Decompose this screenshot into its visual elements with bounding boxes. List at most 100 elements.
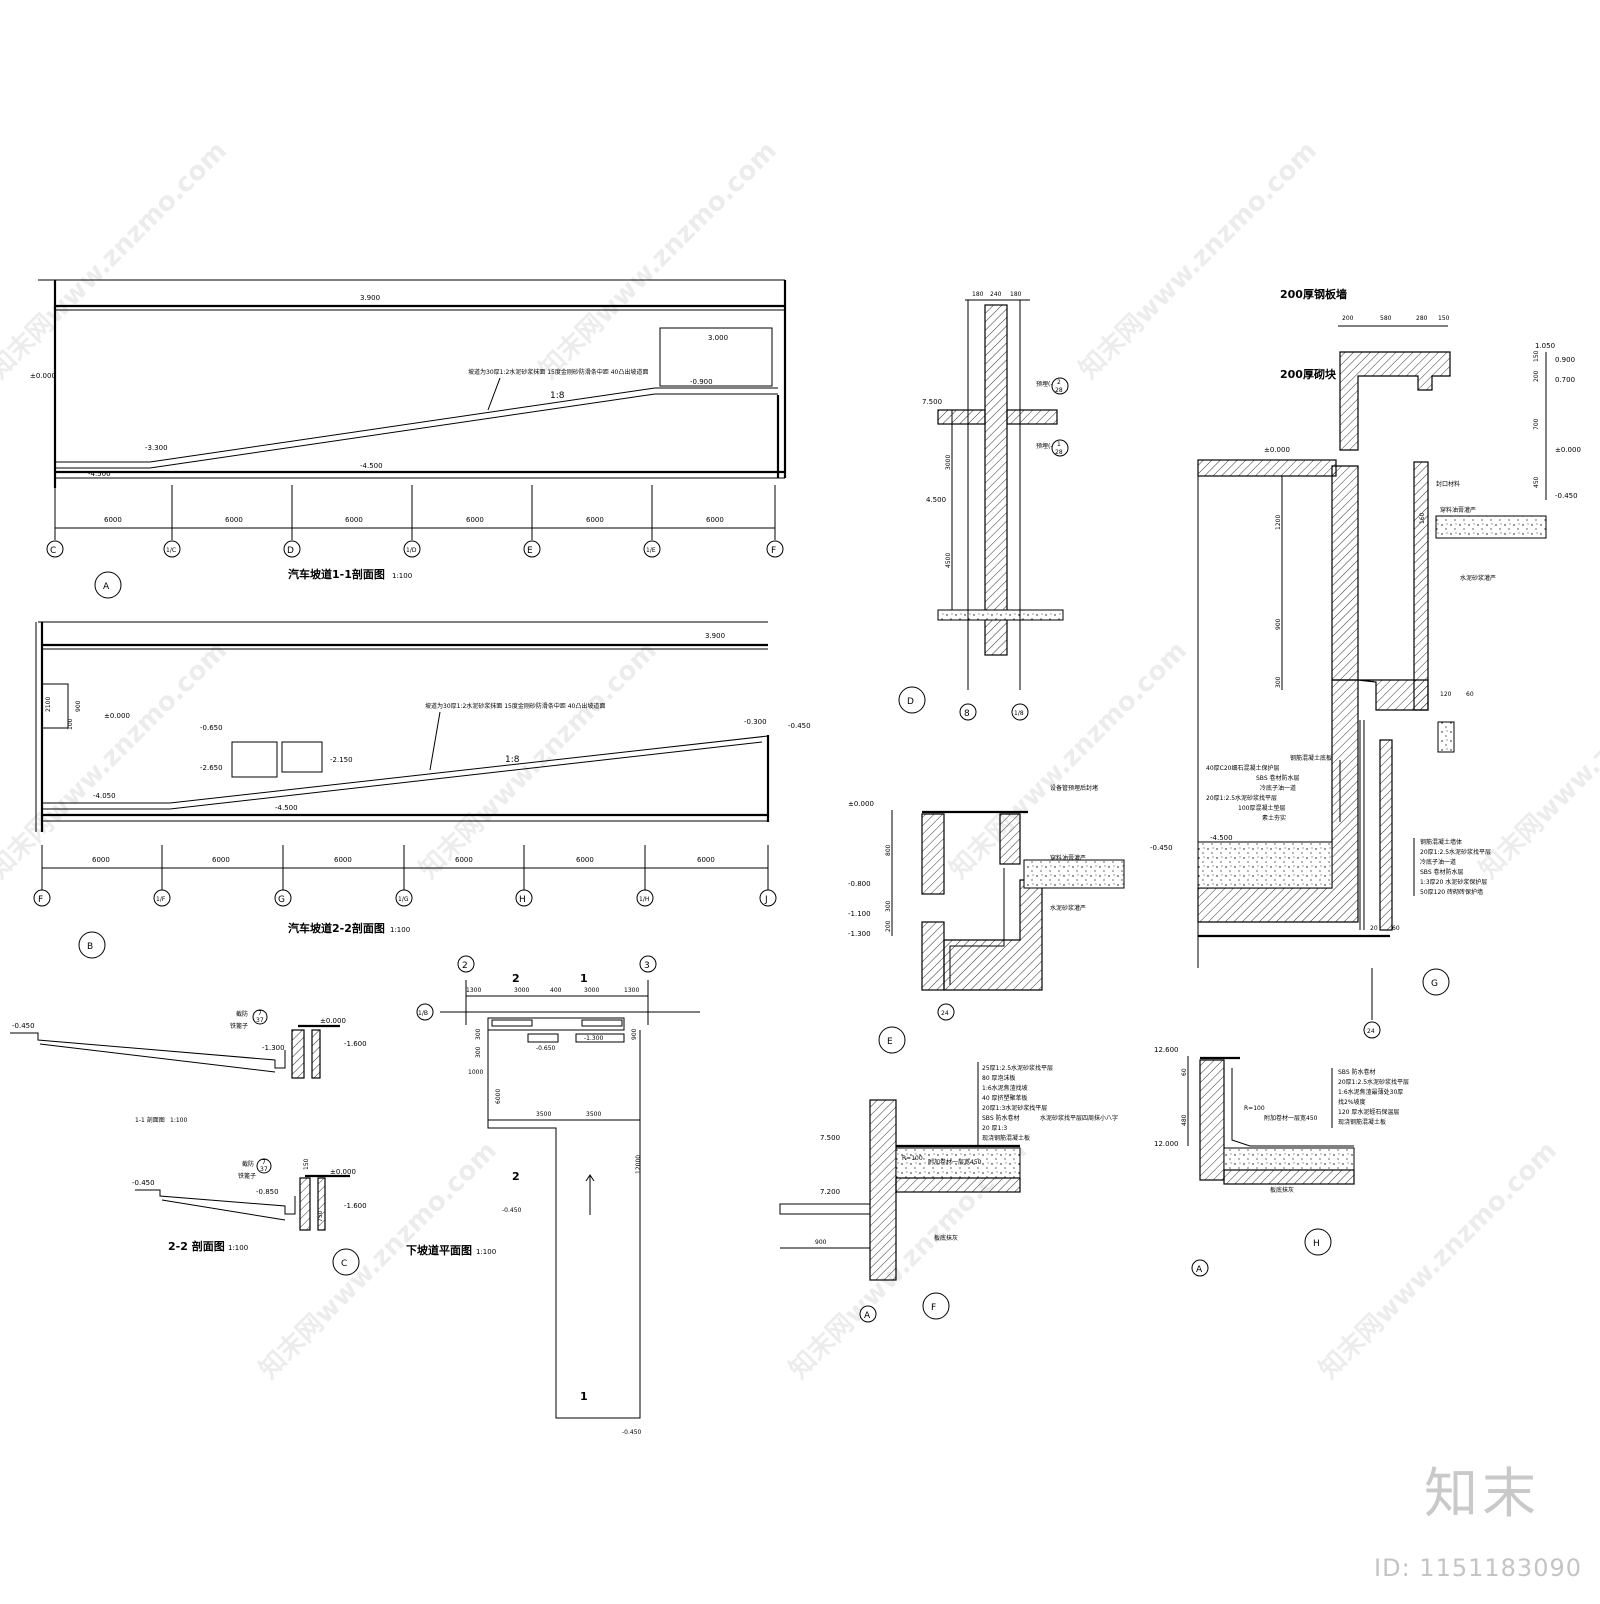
- svg-text:素土夯实: 素土夯实: [1262, 814, 1286, 822]
- svg-text:J: J: [764, 895, 768, 905]
- svg-text:120: 120: [1440, 691, 1452, 698]
- svg-text:280: 280: [1416, 315, 1428, 322]
- svg-text:SBS 防水卷材: SBS 防水卷材: [982, 1114, 1020, 1122]
- svg-text:900: 900: [815, 1239, 827, 1246]
- svg-text:E: E: [527, 546, 533, 556]
- svg-text:1000: 1000: [468, 1069, 483, 1076]
- svg-text:H: H: [519, 895, 526, 905]
- svg-text:-0.800: -0.800: [848, 880, 871, 888]
- svg-text:1: 1: [580, 1390, 588, 1403]
- svg-text:-0.450: -0.450: [622, 1429, 642, 1436]
- svg-text:60: 60: [1181, 1068, 1188, 1076]
- svg-text:20厚1:3水泥砂浆找平层: 20厚1:3水泥砂浆找平层: [982, 1104, 1047, 1112]
- svg-text:1/H: 1/H: [639, 896, 649, 903]
- svg-text:1/B: 1/B: [418, 1010, 428, 1017]
- svg-text:480: 480: [1181, 1114, 1188, 1126]
- detail-d-letter: D: [907, 697, 914, 707]
- svg-text:12.000: 12.000: [1154, 1140, 1179, 1148]
- svg-text:水泥砂浆灌严: 水泥砂浆灌严: [1050, 904, 1086, 912]
- svg-text:水泥砂浆灌严: 水泥砂浆灌严: [1460, 574, 1496, 582]
- svg-text:180: 180: [972, 291, 984, 298]
- svg-text:板底抹灰: 板底抹灰: [934, 1234, 958, 1242]
- svg-text:40厚C20细石混凝土保护层: 40厚C20细石混凝土保护层: [1206, 764, 1279, 772]
- svg-text:1: 1: [1057, 441, 1061, 448]
- svg-text:R=100: R=100: [902, 1155, 923, 1162]
- svg-text:24: 24: [941, 1010, 949, 1017]
- svg-text:24: 24: [1367, 1028, 1375, 1035]
- svg-text:1/8: 1/8: [1014, 710, 1024, 717]
- svg-text:6000: 6000: [225, 516, 243, 524]
- svg-text:-4.500: -4.500: [360, 462, 383, 470]
- svg-text:2: 2: [1057, 379, 1061, 386]
- detail-f-roof-edge: 25厚1:2.5水泥砂浆找平层 80 厚泡沫板 1:6水泥焦渣找坡 40 厚挤塑…: [779, 1062, 1118, 1323]
- svg-text:-1.600: -1.600: [344, 1202, 367, 1210]
- svg-text:穿料油膏灌严: 穿料油膏灌严: [1440, 506, 1476, 514]
- svg-text:7: 7: [258, 1010, 262, 1017]
- svg-text:1:8: 1:8: [505, 755, 520, 765]
- svg-text:450: 450: [1533, 476, 1540, 488]
- svg-text:160: 160: [1419, 512, 1426, 524]
- svg-text:60: 60: [1392, 925, 1400, 932]
- svg-text:20: 20: [1370, 925, 1378, 932]
- svg-text:-4.500: -4.500: [88, 470, 111, 478]
- svg-text:铁篦子: 铁篦子: [238, 1172, 256, 1180]
- svg-text:200: 200: [1342, 315, 1354, 322]
- svg-text:12.600: 12.600: [1154, 1046, 1179, 1054]
- svg-text:300: 300: [475, 1028, 482, 1040]
- svg-text:200厚钢板墙: 200厚钢板墙: [1280, 287, 1347, 301]
- svg-text:-3.300: -3.300: [145, 444, 168, 452]
- svg-text:120 厚水泥蛭石保温层: 120 厚水泥蛭石保温层: [1338, 1108, 1399, 1116]
- svg-text:截防: 截防: [242, 1160, 254, 1168]
- svg-text:水泥砂浆找平层四周抹小八字: 水泥砂浆找平层四周抹小八字: [1040, 1114, 1118, 1122]
- svg-text:20 厚1:3: 20 厚1:3: [982, 1125, 1007, 1132]
- svg-text:28: 28: [1055, 387, 1063, 394]
- detail-a-ramp-section: 3.900 3.000 -0.900 ±0.000 -3.300 -4.500 …: [30, 279, 787, 599]
- svg-text:3.000: 3.000: [708, 334, 728, 342]
- svg-text:900: 900: [1275, 618, 1282, 630]
- svg-text:7: 7: [262, 1159, 266, 1166]
- svg-text:800: 800: [885, 844, 892, 856]
- svg-text:6000: 6000: [92, 856, 110, 864]
- svg-text:1: 1: [580, 972, 588, 985]
- svg-text:200: 200: [885, 920, 892, 932]
- svg-text:-0.450: -0.450: [502, 1207, 522, 1214]
- detail-h-parapet: 12.600 12.000 60 480 SBS 防水卷材 20厚1:2.5水泥…: [1154, 1046, 1409, 1277]
- svg-text:300: 300: [1275, 676, 1282, 688]
- svg-text:±0.000: ±0.000: [330, 1168, 356, 1176]
- svg-text:1300: 1300: [624, 987, 639, 994]
- svg-text:37: 37: [256, 1017, 264, 1024]
- svg-text:附加卷材一层宽450: 附加卷材一层宽450: [1264, 1114, 1318, 1122]
- svg-text:1:6水泥焦渣找坡: 1:6水泥焦渣找坡: [982, 1084, 1028, 1092]
- svg-text:截防: 截防: [236, 1010, 248, 1018]
- detail-a-axis-bubbles: C 1/C D 1/D E 1/E F: [46, 485, 784, 558]
- svg-text:0.700: 0.700: [1555, 376, 1575, 384]
- svg-text:3500: 3500: [586, 1111, 601, 1118]
- svg-text:-0.850: -0.850: [256, 1188, 279, 1196]
- svg-text:240: 240: [990, 291, 1002, 298]
- svg-text:28: 28: [1055, 449, 1063, 456]
- svg-text:±0.000: ±0.000: [104, 712, 130, 720]
- svg-text:板底抹灰: 板底抹灰: [1270, 1186, 1294, 1194]
- svg-text:25厚1:2.5水泥砂浆找平层: 25厚1:2.5水泥砂浆找平层: [982, 1064, 1053, 1072]
- svg-text:知末网www.znzmo.com: 知末网www.znzmo.com: [1474, 636, 1600, 885]
- svg-text:12000: 12000: [635, 1155, 642, 1174]
- svg-text:6000: 6000: [466, 516, 484, 524]
- svg-text:6000: 6000: [495, 1089, 502, 1104]
- svg-text:3000: 3000: [945, 455, 952, 470]
- svg-text:200: 200: [1533, 370, 1540, 382]
- svg-text:180: 180: [1010, 291, 1022, 298]
- svg-text:4500: 4500: [945, 553, 952, 568]
- svg-text:1:100: 1:100: [390, 926, 410, 934]
- svg-text:6000: 6000: [706, 516, 724, 524]
- svg-text:冷底子油一道: 冷底子油一道: [1260, 784, 1296, 792]
- svg-text:-4.500: -4.500: [275, 804, 298, 812]
- svg-text:-0.900: -0.900: [690, 378, 713, 386]
- svg-text:6000: 6000: [576, 856, 594, 864]
- svg-text:-0.450: -0.450: [788, 722, 811, 730]
- svg-text:3500: 3500: [536, 1111, 551, 1118]
- svg-text:知末网www.znzmo.com: 知末网www.znzmo.com: [0, 136, 233, 385]
- svg-text:±0.000: ±0.000: [30, 372, 56, 380]
- svg-text:找2%坡度: 找2%坡度: [1338, 1098, 1366, 1106]
- detail-a-letter: A: [103, 582, 110, 592]
- svg-text:±0.000: ±0.000: [848, 800, 874, 808]
